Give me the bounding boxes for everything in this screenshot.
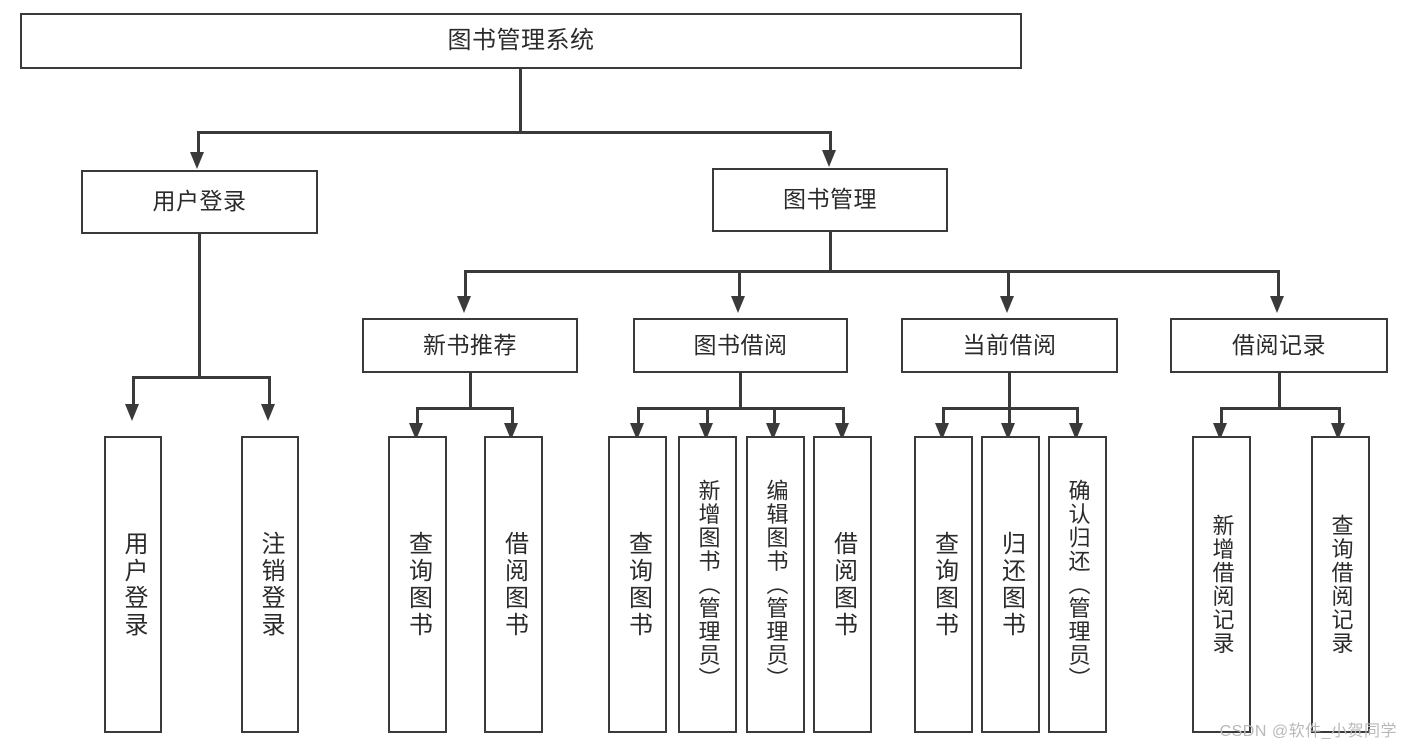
leaf-cb-confirm-return[interactable]: 确认归还（管理员） bbox=[1048, 436, 1107, 733]
arrow-to-bb-add-book bbox=[699, 423, 713, 440]
node-label: 借阅记录 bbox=[1232, 331, 1326, 358]
connector-drop-borrow-record bbox=[1277, 270, 1280, 298]
connector-drop-new-book bbox=[464, 270, 467, 298]
connector-drop-user-login-2 bbox=[268, 376, 271, 406]
connector-drop-bb-4 bbox=[842, 407, 845, 425]
connector-book-borrow-stem bbox=[739, 373, 742, 409]
node-label: 查询借阅记录 bbox=[1328, 514, 1354, 655]
connector-drop-user-login-1 bbox=[132, 376, 135, 406]
leaf-br-query-record[interactable]: 查询借阅记录 bbox=[1311, 436, 1370, 733]
connector-borrow-record-bus bbox=[1220, 407, 1340, 410]
node-label: 注销登录 bbox=[257, 530, 284, 639]
node-label: 新增图书（管理员） bbox=[695, 478, 721, 691]
connector-book-borrow-bus bbox=[637, 407, 844, 410]
connector-drop-bb-3 bbox=[773, 407, 776, 425]
connector-new-book-stem bbox=[469, 373, 472, 409]
node-root-library-system[interactable]: 图书管理系统 bbox=[20, 13, 1022, 69]
connector-drop-br-1 bbox=[1220, 407, 1223, 425]
connector-user-login-bus bbox=[132, 376, 270, 379]
arrow-to-new-book-recommend bbox=[457, 296, 471, 313]
arrow-to-nb-query-book bbox=[409, 423, 423, 440]
leaf-bb-add-book[interactable]: 新增图书（管理员） bbox=[678, 436, 737, 733]
watermark-text: CSDN @软件_小贺同学 bbox=[1219, 723, 1397, 740]
node-label: 用户登录 bbox=[152, 188, 247, 215]
connector-borrow-record-stem bbox=[1278, 373, 1281, 409]
node-label: 当前借阅 bbox=[962, 331, 1057, 358]
connector-drop-user-login bbox=[197, 131, 200, 155]
node-label: 图书管理 bbox=[783, 186, 877, 213]
arrow-to-nb-borrow-book bbox=[504, 423, 518, 440]
connector-root-stem bbox=[519, 69, 522, 133]
arrow-to-book-manage bbox=[822, 150, 836, 167]
leaf-cb-query-book[interactable]: 查询图书 bbox=[914, 436, 973, 733]
arrow-to-user-login bbox=[190, 152, 204, 169]
connector-drop-cb-2 bbox=[1008, 407, 1011, 425]
connector-drop-nb-1 bbox=[416, 407, 419, 425]
arrow-to-cb-confirm-return bbox=[1069, 423, 1083, 440]
node-label: 新增借阅记录 bbox=[1209, 514, 1235, 655]
leaf-bb-edit-book[interactable]: 编辑图书（管理员） bbox=[746, 436, 805, 733]
connector-drop-cb-3 bbox=[1076, 407, 1079, 425]
leaf-user-login[interactable]: 用户登录 bbox=[104, 436, 162, 733]
node-label: 新书推荐 bbox=[423, 331, 517, 358]
arrow-to-cb-return-book bbox=[1001, 423, 1015, 440]
arrow-to-bb-borrow-book bbox=[835, 423, 849, 440]
leaf-br-add-record[interactable]: 新增借阅记录 bbox=[1192, 436, 1251, 733]
connector-new-book-bus bbox=[416, 407, 513, 410]
node-label: 确认归还（管理员） bbox=[1065, 478, 1091, 691]
leaf-logout[interactable]: 注销登录 bbox=[241, 436, 299, 733]
leaf-bb-borrow-book[interactable]: 借阅图书 bbox=[813, 436, 872, 733]
arrow-to-bb-query-book bbox=[630, 423, 644, 440]
leaf-nb-query-book[interactable]: 查询图书 bbox=[388, 436, 447, 733]
connector-root-bus bbox=[197, 131, 832, 134]
connector-current-borrow-stem bbox=[1008, 373, 1011, 409]
arrow-to-borrow-record bbox=[1270, 296, 1284, 313]
node-new-book-recommend[interactable]: 新书推荐 bbox=[362, 318, 578, 373]
connector-user-login-stem bbox=[198, 234, 201, 378]
arrow-to-cb-query-book bbox=[935, 423, 949, 440]
connector-drop-cb-1 bbox=[942, 407, 945, 425]
node-book-management[interactable]: 图书管理 bbox=[712, 168, 948, 232]
node-label: 借阅图书 bbox=[829, 530, 857, 639]
node-current-borrow[interactable]: 当前借阅 bbox=[901, 318, 1118, 373]
node-book-borrow[interactable]: 图书借阅 bbox=[633, 318, 848, 373]
arrow-to-logout-leaf bbox=[261, 404, 275, 421]
connector-drop-nb-2 bbox=[511, 407, 514, 425]
arrow-to-current-borrow bbox=[1000, 296, 1014, 313]
node-label: 编辑图书（管理员） bbox=[763, 478, 789, 691]
node-label: 查询图书 bbox=[404, 530, 432, 639]
leaf-nb-borrow-book[interactable]: 借阅图书 bbox=[484, 436, 543, 733]
node-borrow-record[interactable]: 借阅记录 bbox=[1170, 318, 1388, 373]
connector-drop-bb-1 bbox=[637, 407, 640, 425]
arrow-to-book-borrow bbox=[731, 296, 745, 313]
leaf-cb-return-book[interactable]: 归还图书 bbox=[981, 436, 1040, 733]
node-label: 借阅图书 bbox=[500, 530, 528, 639]
node-label: 归还图书 bbox=[997, 530, 1025, 639]
arrow-to-br-query-record bbox=[1331, 423, 1345, 440]
node-label: 图书借阅 bbox=[693, 331, 788, 358]
arrow-to-user-login-leaf bbox=[125, 404, 139, 421]
connector-drop-br-2 bbox=[1338, 407, 1341, 425]
node-label: 查询图书 bbox=[930, 530, 958, 639]
connector-drop-book-manage bbox=[829, 131, 832, 153]
node-user-login[interactable]: 用户登录 bbox=[81, 170, 318, 234]
node-label: 图书管理系统 bbox=[447, 26, 595, 54]
node-label: 用户登录 bbox=[120, 530, 147, 639]
leaf-bb-query-book[interactable]: 查询图书 bbox=[608, 436, 667, 733]
arrow-to-br-add-record bbox=[1213, 423, 1227, 440]
node-label: 查询图书 bbox=[624, 530, 652, 639]
connector-drop-book-borrow bbox=[738, 270, 741, 298]
connector-drop-bb-2 bbox=[706, 407, 709, 425]
connector-book-manage-stem bbox=[829, 232, 832, 272]
connector-level3-bus bbox=[464, 270, 1279, 273]
connector-drop-current-borrow bbox=[1007, 270, 1010, 298]
arrow-to-bb-edit-book bbox=[766, 423, 780, 440]
